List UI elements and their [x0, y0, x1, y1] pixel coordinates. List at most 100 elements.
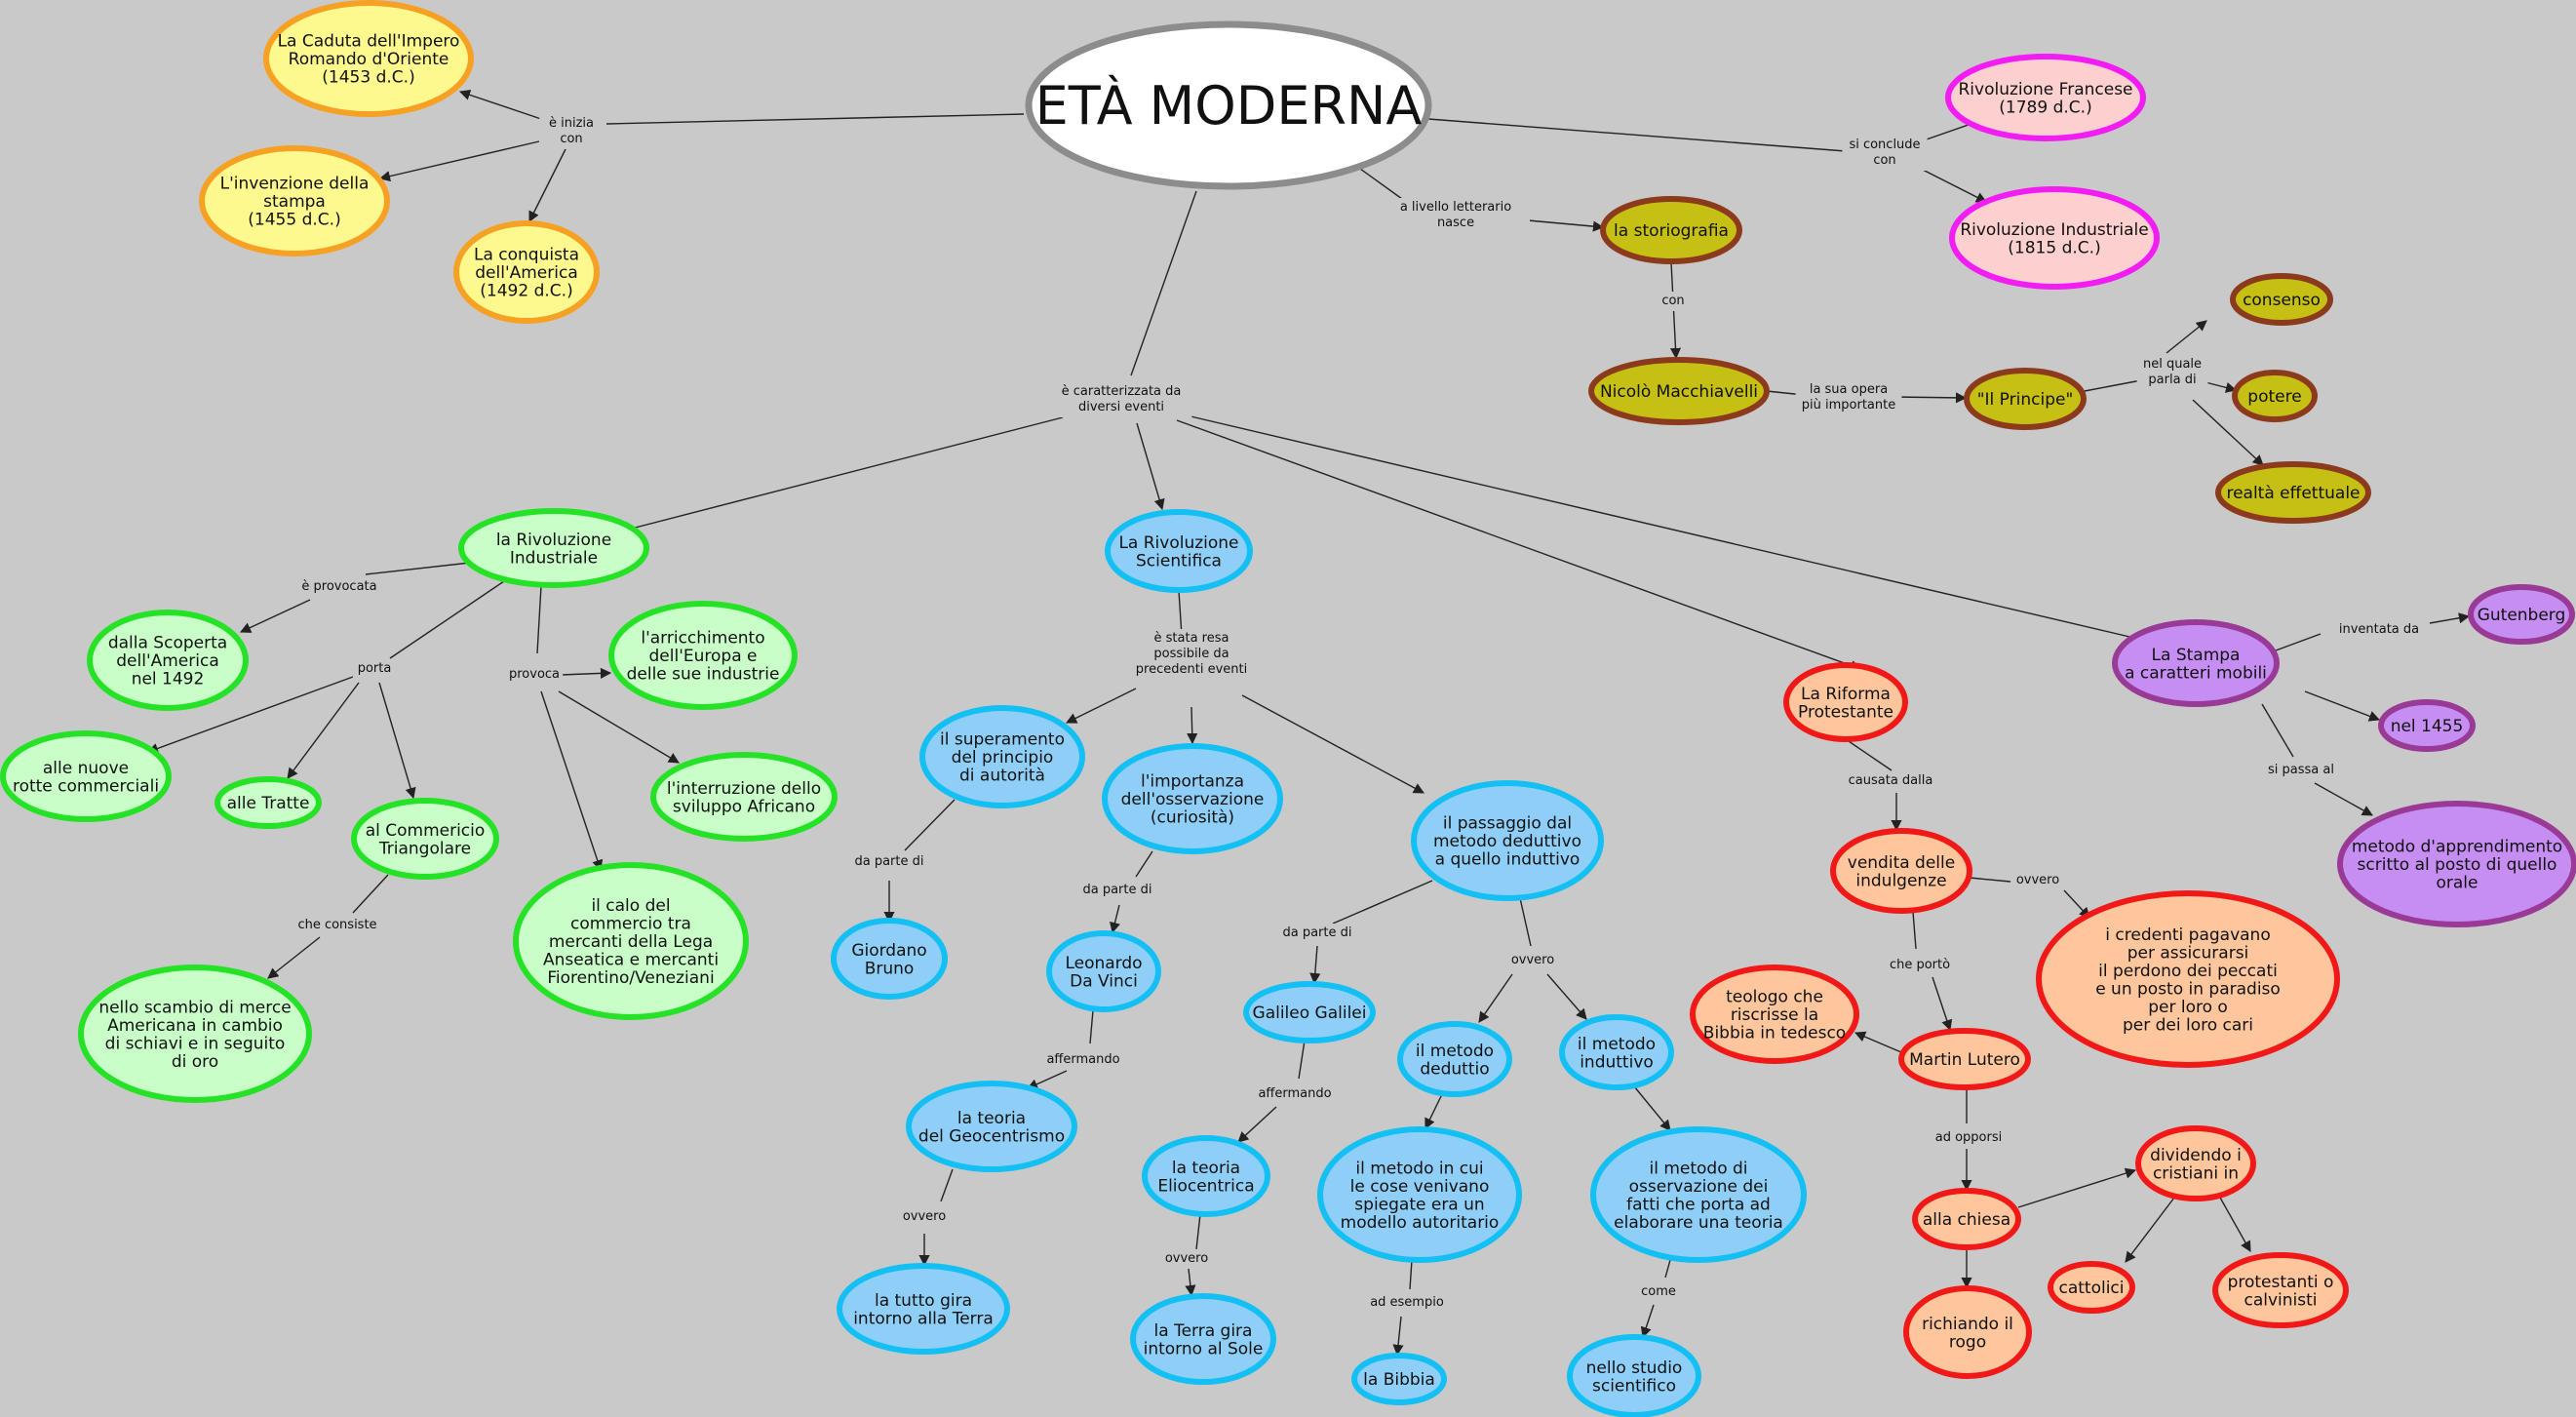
node-text: il superamento: [940, 730, 1065, 750]
node-text: Giordano: [851, 941, 926, 961]
node-text: l'arricchimento: [641, 629, 764, 649]
node-storiografia[interactable]: la storiografia: [1600, 196, 1742, 264]
node-realta[interactable]: realtà effettuale: [2215, 461, 2371, 524]
node-text: cristiani in: [2153, 1163, 2239, 1183]
node-consenso[interactable]: consenso: [2230, 273, 2333, 326]
link-label-text: parla di: [2148, 373, 2196, 387]
node-text: vendita delle: [1848, 853, 1955, 873]
node-text: il calo del: [591, 896, 670, 916]
node-shape: [1898, 1028, 2031, 1090]
node-text: del principio: [952, 748, 1054, 768]
connector-33: [1178, 590, 1183, 637]
link-label-text: è inizia: [549, 116, 594, 131]
node-shape: [2036, 890, 2340, 1068]
connector-40: [1110, 904, 1120, 934]
node-shape: [2112, 619, 2280, 707]
node-text: per dei loro cari: [2123, 1015, 2253, 1035]
node-principe[interactable]: "Il Principe": [1964, 368, 2087, 430]
link-label-text: causata dalla: [1849, 773, 1933, 788]
link-label-provoca: provoca: [505, 665, 564, 685]
node-text: la tutto gira: [875, 1291, 972, 1311]
node-nel1455[interactable]: nel 1455: [2378, 699, 2476, 752]
node-cattolici[interactable]: cattolici: [2048, 1261, 2135, 1314]
node-text: metodo deduttivo: [1433, 832, 1581, 851]
node-bibbia[interactable]: la Bibbia: [1351, 1353, 1447, 1405]
link-label-opporsi: ad opporsi: [1930, 1128, 2008, 1148]
node-shape: [919, 705, 1085, 808]
node-rivfrancese[interactable]: Rivoluzione Francese(1789 d.C.): [1945, 54, 2146, 141]
node-rivindustriale_end[interactable]: Rivoluzione Industriale(1815 d.C.): [1949, 186, 2160, 290]
node-text: dell'Europa e: [649, 647, 758, 666]
connector-41: [1089, 1009, 1094, 1044]
node-gutenberg[interactable]: Gutenberg: [2468, 584, 2575, 645]
node-text: protestanti o: [2228, 1273, 2334, 1292]
node-chiesa[interactable]: alla chiesa: [1912, 1188, 2021, 1250]
node-text: la Rivoluzione: [496, 531, 611, 550]
connector-72: [2219, 1197, 2251, 1252]
connector-59: [1640, 1304, 1655, 1339]
link-label-text: nel quale: [2143, 357, 2202, 372]
node-lutero[interactable]: Martin Lutero: [1898, 1028, 2031, 1090]
link-label-text: ovvero: [1165, 1251, 1208, 1266]
node-text: modello autoritario: [1341, 1213, 1500, 1233]
connector-47: [1298, 1040, 1306, 1080]
node-tratte[interactable]: alle Tratte: [215, 776, 322, 829]
node-galilei[interactable]: Galileo Galilei: [1243, 981, 1376, 1043]
node-central[interactable]: ETÀ MODERNA: [1025, 20, 1432, 190]
node-text: calvinisti: [2244, 1290, 2317, 1310]
node-macchiavelli[interactable]: Nicolò Macchiavelli: [1588, 357, 1770, 425]
node-shape: [453, 220, 600, 324]
connector-27: [536, 585, 542, 654]
node-shape: [1949, 186, 2160, 290]
connector-64: [1912, 911, 1917, 950]
node-shape: [1130, 1293, 1276, 1385]
connector-4: [1427, 118, 1847, 152]
connector-35: [1187, 706, 1198, 745]
node-shape: [2215, 461, 2371, 524]
connector-20: [1186, 414, 2161, 648]
node-shape: [199, 145, 390, 256]
node-text: scritto al posto di quello: [2358, 855, 2557, 875]
connector-37: [904, 799, 956, 851]
node-text: il metodo in cui: [1355, 1159, 1483, 1178]
node-potere[interactable]: potere: [2232, 370, 2318, 422]
node-text: delle sue industrie: [627, 665, 780, 685]
